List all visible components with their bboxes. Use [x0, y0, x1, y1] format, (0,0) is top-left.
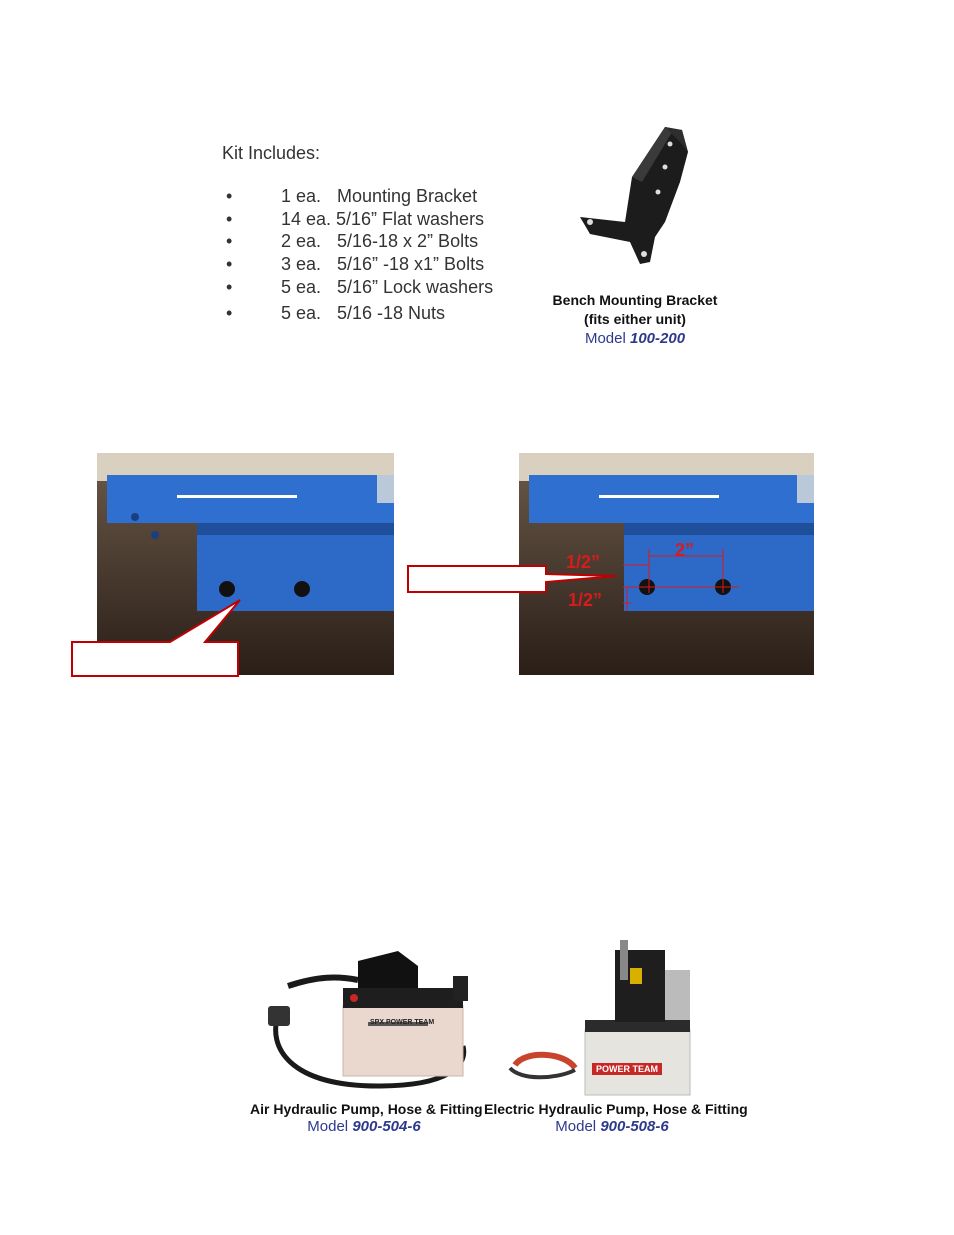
model-number: 900-508-6: [600, 1118, 669, 1135]
bracket-name: Bench Mounting Bracket: [552, 292, 718, 308]
dimension-label-half-inch-horizontal: 1/2”: [566, 552, 601, 572]
bullet: •: [226, 303, 233, 323]
kit-item-desc: 5/16-18 x 2” Bolts: [337, 231, 479, 251]
model-prefix: Model: [307, 1118, 349, 1135]
kit-list: • 1 ea. Mounting Bracket • 14 ea. 5/16” …: [222, 186, 522, 336]
kit-item-qty: 5 ea.: [281, 303, 322, 323]
model-prefix: Model: [584, 330, 626, 347]
electric-pump-image: [508, 940, 691, 1096]
bullet: •: [226, 186, 233, 206]
kit-item-qty: 2 ea.: [281, 231, 322, 251]
air-pump-name: Air Hydraulic Pump, Hose & Fitting: [250, 1101, 483, 1117]
electric-pump-brand: POWER TEAM: [592, 1063, 662, 1075]
frame-photo-right: [519, 453, 814, 675]
frame-photo-left: [97, 453, 394, 675]
kit-item-qty: 14 ea.: [281, 209, 332, 229]
bullet: •: [226, 231, 233, 251]
air-pump-model: Model 900-504-6: [250, 1118, 478, 1135]
callout-pointer-right: [407, 565, 617, 593]
electric-pump-model: Model 900-508-6: [484, 1118, 740, 1135]
air-pump-brand: SPX POWER TEAM: [370, 1019, 434, 1026]
model-number: 900-504-6: [352, 1118, 421, 1135]
kit-item-desc: 5/16” Flat washers: [336, 209, 485, 229]
electric-pump-name: Electric Hydraulic Pump, Hose & Fitting: [484, 1101, 748, 1117]
bracket-fit-note: (fits either unit): [584, 311, 686, 327]
bench-bracket-image: [580, 127, 688, 264]
kit-item-desc: Mounting Bracket: [337, 186, 478, 206]
bullet: •: [226, 277, 233, 297]
kit-title: Kit Includes:: [222, 143, 321, 163]
kit-item-desc: 5/16 -18 Nuts: [337, 303, 446, 323]
model-prefix: Model: [555, 1118, 597, 1135]
dimension-label-half-inch-vertical: 1/2”: [568, 590, 603, 610]
frame-photo-left-drawing: [97, 453, 394, 675]
air-pump-image: [268, 951, 468, 1089]
bullet: •: [226, 209, 233, 229]
kit-item-qty: 1 ea.: [281, 186, 322, 206]
kit-item-desc: 5/16” -18 x1” Bolts: [337, 254, 485, 274]
air-pump-brand-short: SPX: [370, 1019, 385, 1026]
model-number: 100-200: [629, 330, 686, 347]
frame-photo-right-drawing: [519, 453, 814, 675]
bullet: •: [226, 254, 233, 274]
air-pump-brand-name: POWER TEAM: [385, 1019, 435, 1026]
callout-pointer-left: [71, 599, 241, 677]
kit-item-desc: 5/16” Lock washers: [337, 277, 494, 297]
dimension-label-two-inch: 2”: [675, 540, 695, 560]
kit-item-qty: 3 ea.: [281, 254, 322, 274]
bracket-model: Model 100-200: [520, 330, 750, 347]
kit-item-qty: 5 ea.: [281, 277, 322, 297]
